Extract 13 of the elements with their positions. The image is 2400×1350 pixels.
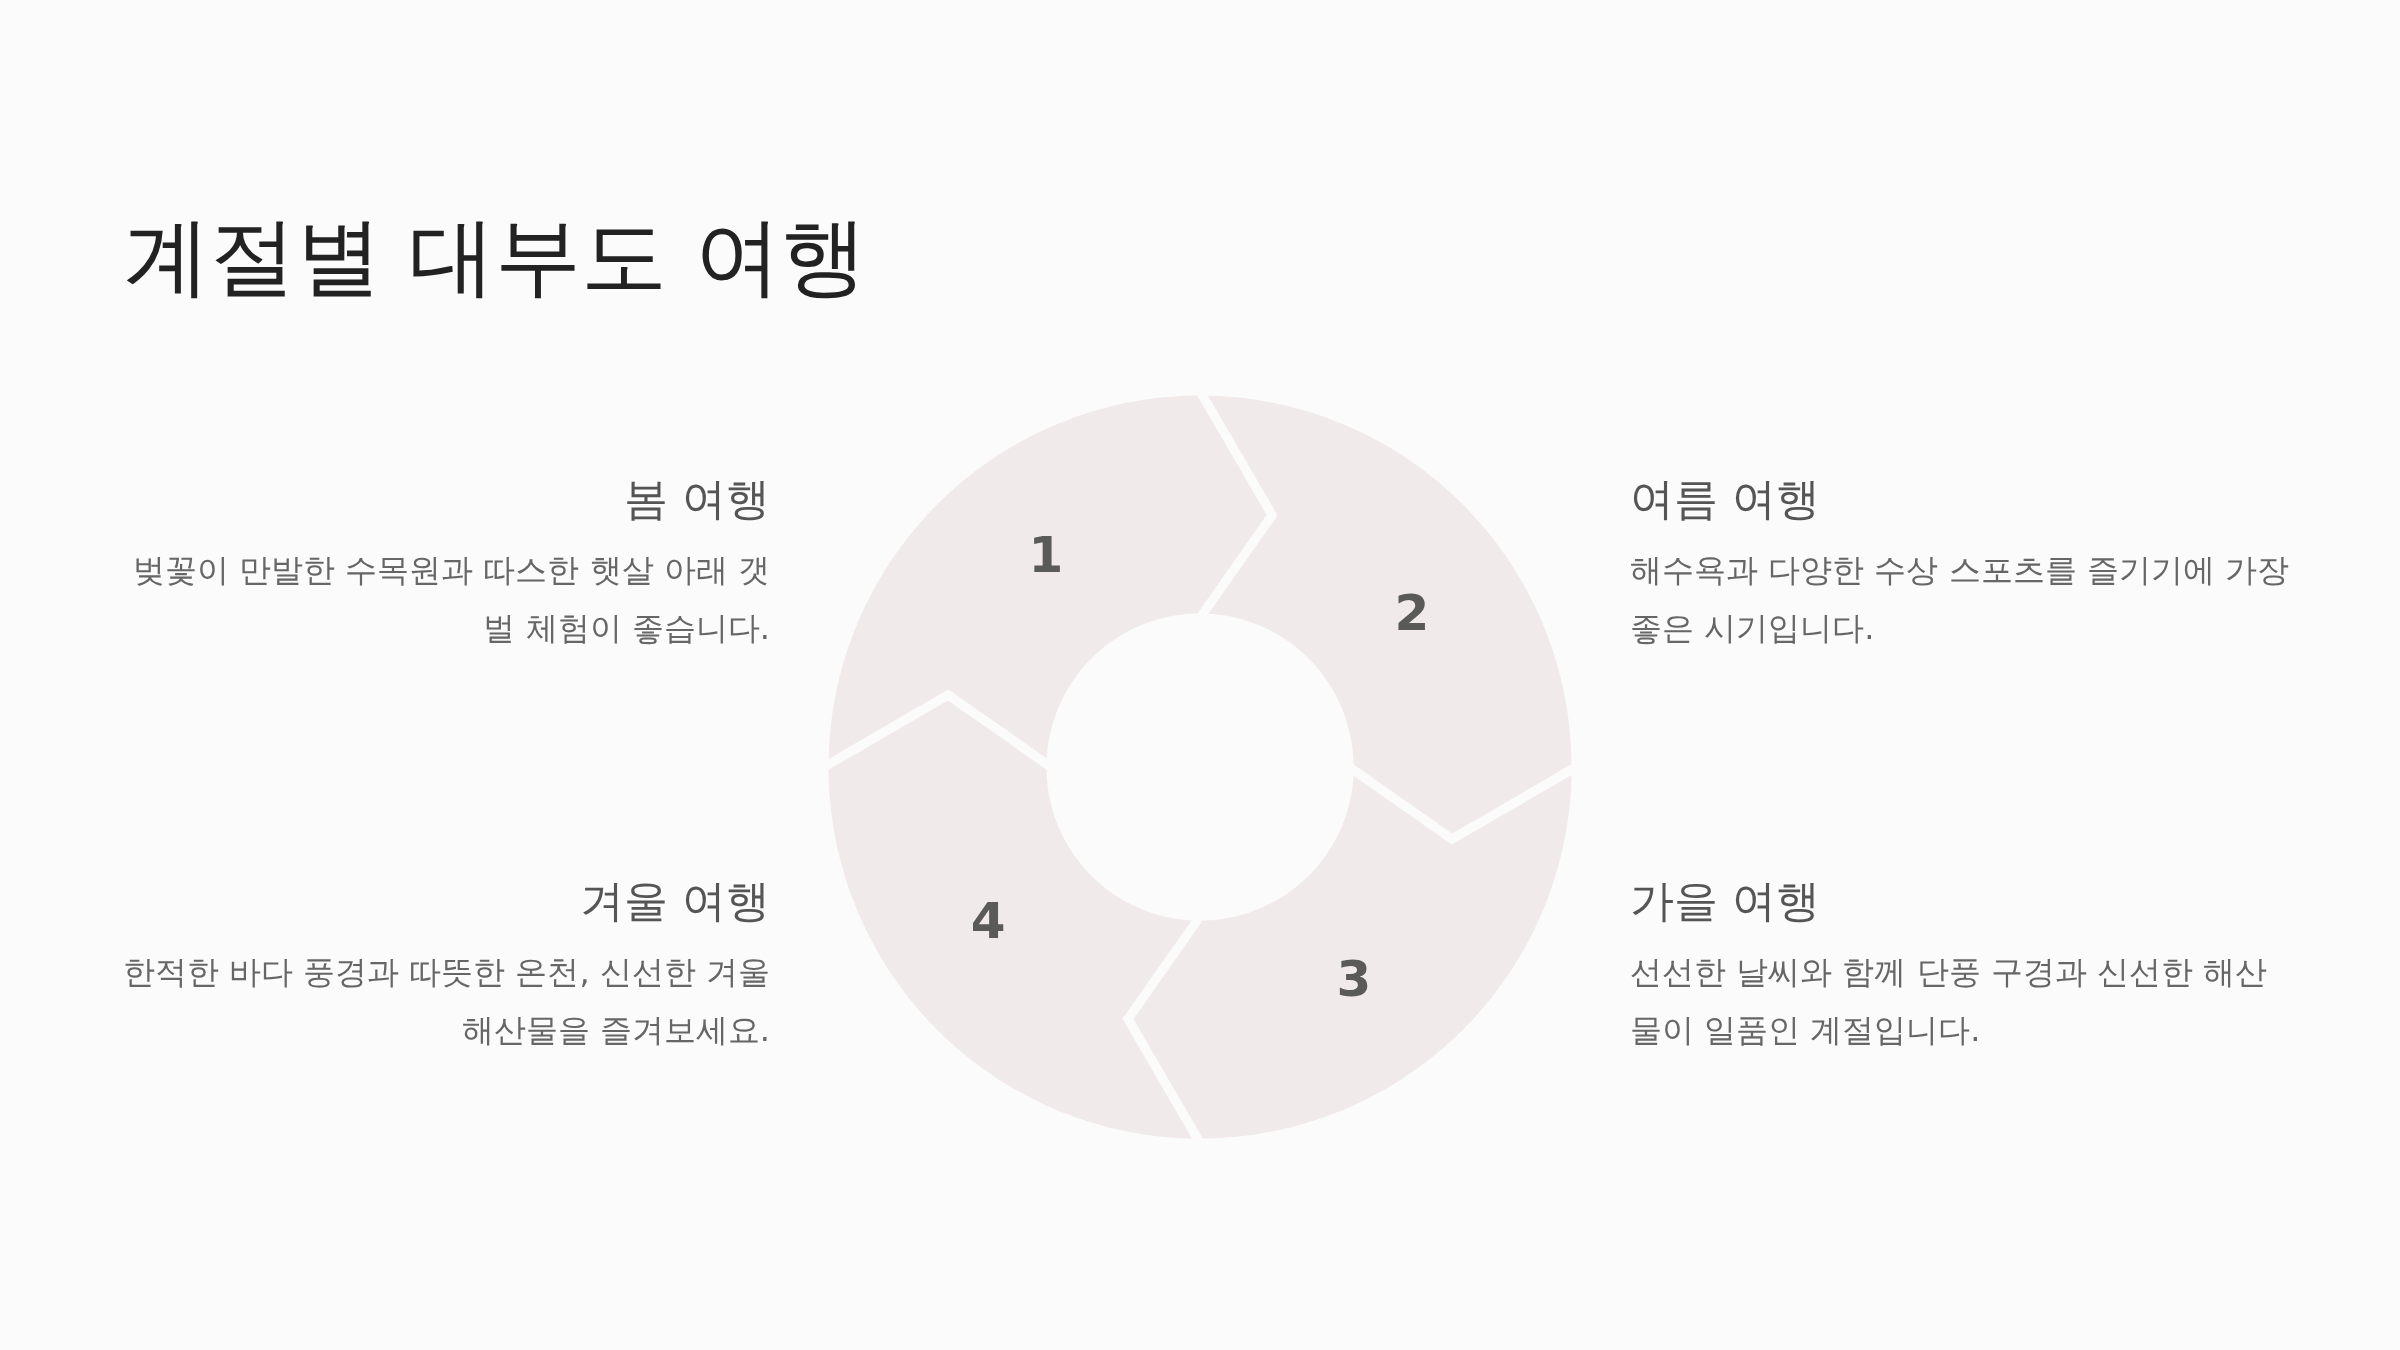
title: 계절별 대부도 여행	[124, 205, 867, 308]
season-heading: 여름 여행	[1630, 472, 1821, 526]
season-description: 벚꽃이 만발한 수목원과 따스한 햇살 아래 갯벌 체험이 좋습니다.	[131, 550, 770, 650]
season-heading: 봄 여행	[623, 472, 770, 526]
season-heading: 가을 여행	[1630, 874, 1821, 928]
season-description: 한적한 바다 풍경과 따뜻한 온천, 신선한 겨울 해산물을 즐겨보세요.	[121, 952, 770, 1052]
step-number: 1	[1028, 530, 1064, 581]
step-number: 4	[970, 896, 1006, 946]
season-heading: 겨울 여행	[579, 874, 770, 928]
season-description: 해수욕과 다양한 수상 스포츠를 즐기기에 가장 좋은 시기입니다.	[1630, 550, 2290, 650]
step-number: 2	[1394, 588, 1430, 638]
step-number: 3	[1336, 953, 1372, 1004]
season-description: 선선한 날씨와 함께 단풍 구경과 신선한 해산물이 일품인 계절입니다.	[1630, 952, 2269, 1052]
